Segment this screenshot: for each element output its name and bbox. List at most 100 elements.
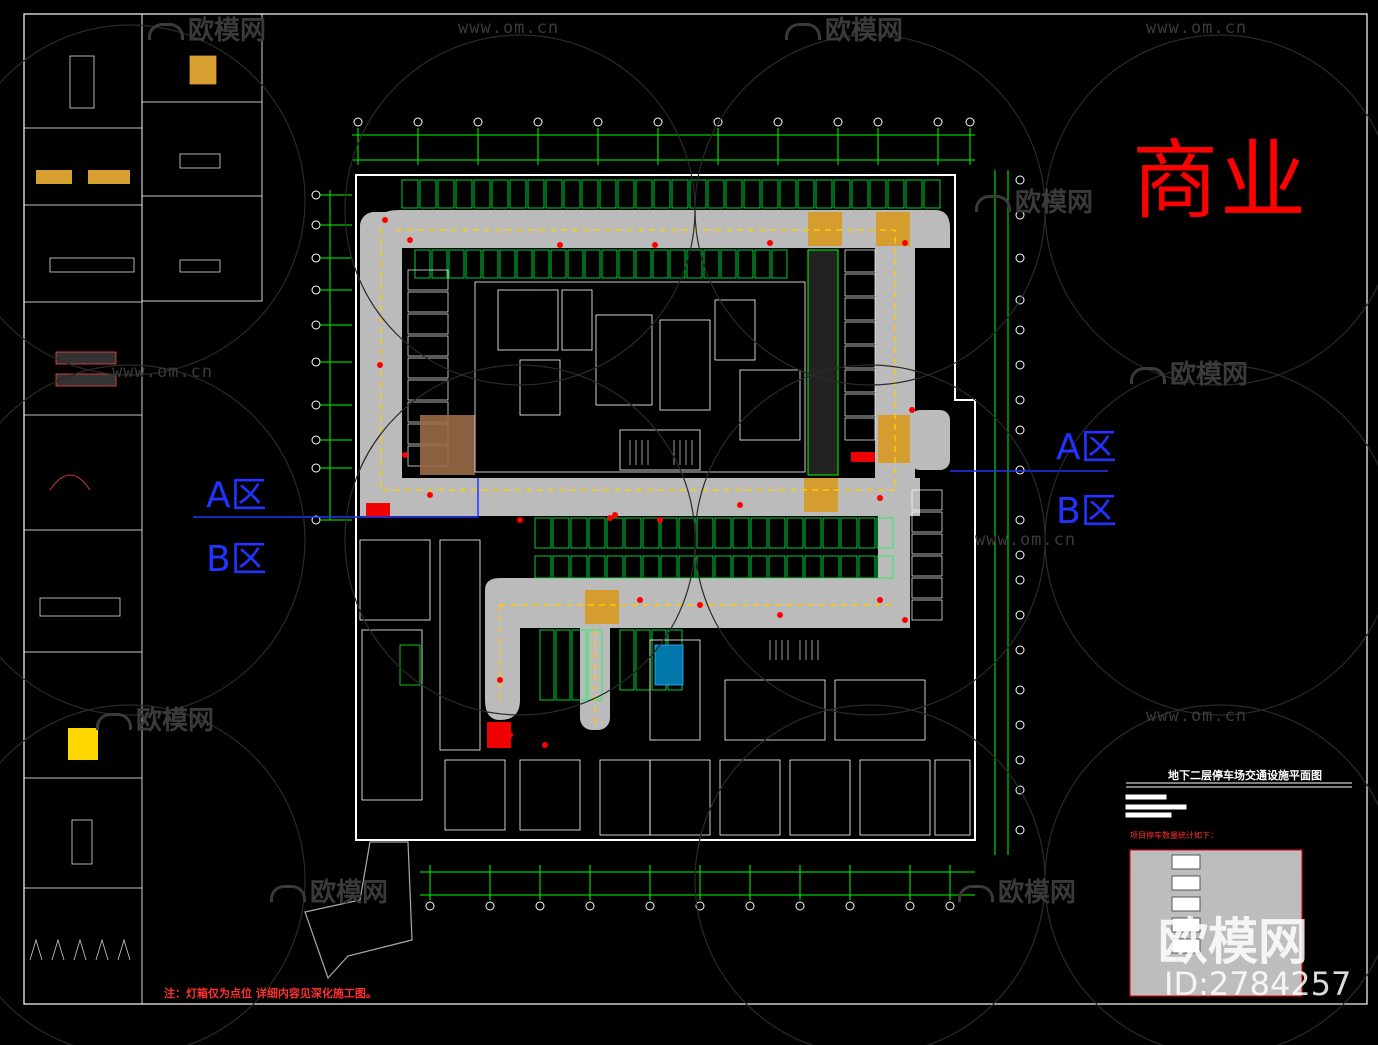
sign-marker-icon: [697, 602, 703, 608]
axis-bubble-icon: [945, 901, 955, 911]
parking-bay: [407, 379, 449, 401]
parking-bay: [653, 179, 671, 209]
parking-bay: [743, 179, 761, 209]
watermark-site: www.om.cn: [458, 18, 560, 38]
parking-bay: [822, 517, 840, 549]
parking-bay: [771, 249, 788, 279]
parking-bay: [642, 555, 660, 579]
axis-bubble-icon: [1015, 610, 1025, 620]
watermark-site: www.om.cn: [1146, 706, 1248, 726]
parking-bay: [844, 345, 876, 369]
parking-bay: [804, 555, 822, 579]
parking-bay: [678, 517, 696, 549]
sign-marker-icon: [877, 495, 883, 501]
sign-marker-icon: [652, 242, 658, 248]
parking-bay: [437, 179, 455, 209]
parking-bay: [858, 517, 876, 549]
axis-bubble-icon: [585, 901, 595, 911]
parking-bay: [844, 369, 876, 393]
sign-marker-icon: [497, 677, 503, 683]
drawing-note: 注：灯箱仅为点位 详细内容见深化施工图。: [164, 987, 377, 1000]
title-block: [1125, 782, 1352, 997]
axis-bubble-icon: [311, 190, 321, 200]
sign-marker-icon: [902, 240, 908, 246]
parking-bay: [624, 555, 642, 579]
axis-bubble-icon: [933, 117, 943, 127]
annex-outline: [304, 841, 413, 980]
parking-bay: [482, 249, 499, 279]
parking-bay: [660, 517, 678, 549]
zone-b-left-label: B区: [206, 539, 267, 580]
parking-bay: [588, 517, 606, 549]
axis-bubble-icon: [645, 901, 655, 911]
watermark-brand: 欧模网: [958, 872, 1076, 909]
watermark-brand: 欧模网: [148, 10, 266, 47]
parking-bay: [732, 555, 750, 579]
axis-bubble-icon: [713, 117, 723, 127]
axis-bubble-icon: [773, 117, 783, 127]
axis-bubble-icon: [795, 901, 805, 911]
parking-bay: [714, 555, 732, 579]
parking-bay: [401, 179, 419, 209]
axis-bubble-icon: [1015, 825, 1025, 835]
axis-bubble-icon: [353, 117, 363, 127]
zone-lines: [193, 470, 1108, 518]
parking-bay: [905, 179, 923, 209]
parking-bay: [844, 393, 876, 417]
sign-marker-icon: [637, 597, 643, 603]
sign-marker-icon: [737, 502, 743, 508]
axis-bubble-icon: [413, 117, 423, 127]
sign-marker-icon: [517, 517, 523, 523]
watermark-brand: 欧模网: [1130, 354, 1248, 391]
sign-marker-icon: [657, 517, 663, 523]
parking-bay: [652, 249, 669, 279]
axis-bubble-icon: [873, 117, 883, 127]
parking-bay: [669, 249, 686, 279]
sign-marker-icon: [377, 362, 383, 368]
parking-bay: [588, 555, 606, 579]
parking-bay: [761, 179, 779, 209]
axis-bubble-icon: [1015, 720, 1025, 730]
parking-bay: [858, 555, 876, 579]
parking-bay: [635, 179, 653, 209]
axis-bubble-icon: [965, 117, 975, 127]
parking-bay: [455, 179, 473, 209]
parking-bay: [732, 517, 750, 549]
axis-bubbles: [311, 117, 1025, 911]
parking-bay: [887, 179, 905, 209]
axis-bubble-icon: [311, 400, 321, 410]
parking-bay: [491, 179, 509, 209]
parking-bay: [786, 555, 804, 579]
parking-bay: [779, 179, 797, 209]
parking-bay: [707, 179, 725, 209]
parking-bay: [642, 517, 660, 549]
parking-bay: [844, 273, 876, 297]
parking-bay: [804, 517, 822, 549]
zone-b-right-label: B区: [1056, 491, 1117, 532]
red-blocks: [366, 452, 875, 748]
axis-bubble-icon: [1015, 210, 1025, 220]
parking-bays: [401, 179, 943, 701]
sign-marker-icon: [767, 240, 773, 246]
parking-bay: [703, 249, 720, 279]
sign-marker-icon: [407, 237, 413, 243]
parking-bay: [619, 629, 635, 691]
parking-bay: [552, 555, 570, 579]
parking-bay: [725, 179, 743, 209]
parking-bay: [584, 249, 601, 279]
axis-bubble-icon: [1015, 685, 1025, 695]
watermark-brand: 欧模网: [785, 10, 903, 47]
axis-bubble-icon: [311, 285, 321, 295]
watermark-site: www.om.cn: [975, 530, 1077, 550]
watermark-circles: [0, 24, 1378, 1045]
brand-logo-icon: [958, 885, 994, 902]
axis-bubble-icon: [1015, 253, 1025, 263]
parking-bay: [696, 555, 714, 579]
parking-bay: [911, 489, 943, 511]
axis-bubble-icon: [653, 117, 663, 127]
parking-bay: [844, 297, 876, 321]
parking-bay: [499, 249, 516, 279]
axis-bubble-icon: [473, 117, 483, 127]
parking-bay: [833, 179, 851, 209]
parking-bay: [407, 335, 449, 357]
